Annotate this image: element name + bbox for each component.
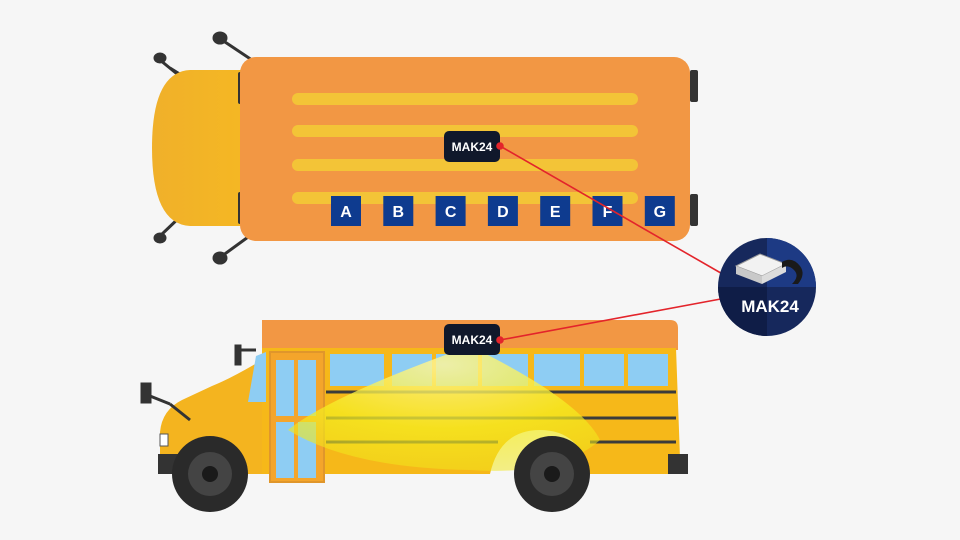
device-tag-side-label: MAK24	[452, 333, 493, 347]
seat-badges: A B C D E F G	[331, 196, 675, 226]
seat-row-badge-a	[331, 196, 361, 226]
side-window	[584, 354, 624, 386]
seat-row-label-g: G	[654, 204, 666, 221]
device-badge-label: MAK24	[741, 297, 799, 316]
seat-row-label-b: B	[393, 204, 405, 221]
seat-row-label-c: C	[445, 204, 457, 221]
seat-row-badge-g	[644, 196, 675, 226]
side-mirror	[140, 344, 256, 422]
headlight	[159, 433, 169, 447]
seat-row-label-d: D	[497, 204, 509, 221]
camera-coverage-cone	[288, 346, 600, 471]
side-window	[534, 354, 580, 386]
camera-device-icon	[734, 253, 803, 284]
device-tag-side	[444, 324, 500, 355]
windshield	[248, 352, 266, 402]
front-wheel	[172, 436, 248, 512]
side-window	[628, 354, 668, 386]
seat-row-badge-e	[540, 196, 571, 226]
rear-wheel	[514, 436, 590, 512]
seat-row-badge-b	[383, 196, 414, 226]
bus-top-view: A B C D E F G MAK24	[152, 31, 698, 265]
bus-side-view: MAK24	[140, 320, 688, 512]
seat-row-badge-c	[435, 196, 466, 226]
device-badge: MAK24	[718, 238, 816, 336]
seat-row-badge-d	[487, 196, 518, 226]
seat-row-label-f: F	[603, 204, 613, 221]
device-tag-top-label: MAK24	[452, 140, 493, 154]
side-window	[330, 354, 384, 386]
seat-row-badge-f	[592, 196, 623, 226]
device-tag-top	[444, 131, 500, 162]
seat-row-label-a: A	[340, 204, 352, 221]
seat-row-label-e: E	[550, 204, 561, 221]
rear-bumper	[668, 454, 688, 474]
bus-hood-top	[152, 70, 250, 226]
